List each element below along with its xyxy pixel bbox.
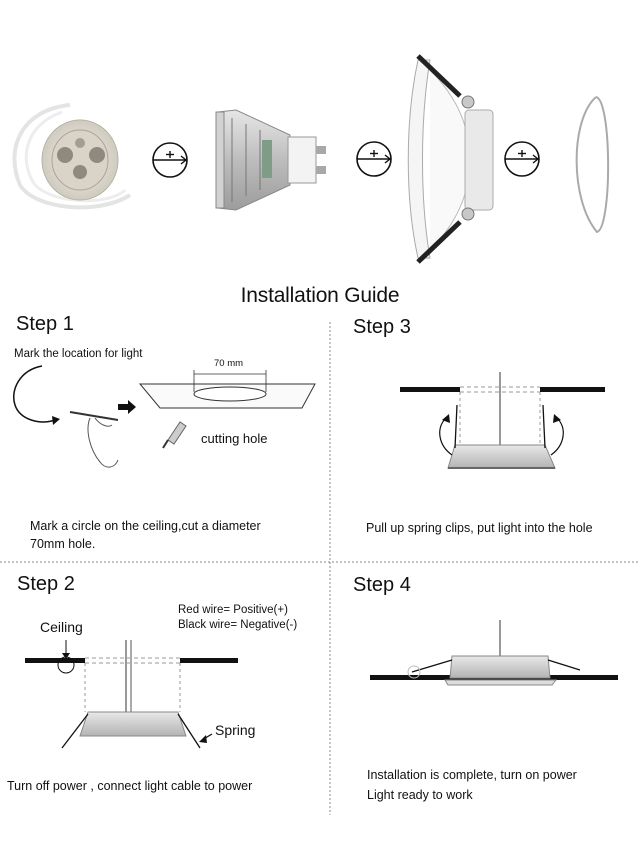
right-arrow-icon [118,400,136,414]
step-4-caption-line-2: Light ready to work [367,788,473,802]
step-4-caption-line-1: Installation is complete, turn on power [367,768,577,782]
step-1-top-note: Mark the location for light [14,348,143,360]
step-2-caption: Turn off power , connect light cable to … [7,779,253,793]
step-3-heading: Step 3 [353,316,411,338]
retaining-ring-icon [575,96,610,234]
led-bulb-icon [215,109,326,211]
downlight-housing-icon [407,54,494,264]
step-1-caption-line-2: 70mm hole. [30,537,96,551]
cutting-tool-icon [162,421,187,449]
page-title: Installation Guide [240,284,400,307]
wiring-diagram [25,640,238,749]
tool-label: cutting hole [201,431,268,446]
ceiling-hole-diagram [400,372,605,469]
step-1-heading: Step 1 [16,313,74,335]
installed-light-diagram [370,620,618,686]
plus-arrow-icon [504,141,540,177]
rotation-arrow-icon [13,365,60,425]
dimension-label: 70 mm [214,358,244,369]
red-wire-label: Red wire= Positive(+) [178,604,288,616]
plus-arrow-icon [356,141,392,177]
black-wire-label: Black wire= Negative(-) [178,619,298,631]
ceiling-label: Ceiling [40,619,83,635]
ceiling-board-icon [138,370,316,409]
gu10-socket-icon [12,103,132,210]
step-1-caption-line-1: Mark a circle on the ceiling,cut a diame… [30,519,261,533]
spring-label: Spring [215,722,256,738]
step-3-caption: Pull up spring clips, put light into the… [366,521,593,535]
plus-arrow-icon [152,142,188,178]
step-2-heading: Step 2 [17,573,75,595]
hand-pencil-icon [69,411,119,468]
step-4-heading: Step 4 [353,574,411,596]
